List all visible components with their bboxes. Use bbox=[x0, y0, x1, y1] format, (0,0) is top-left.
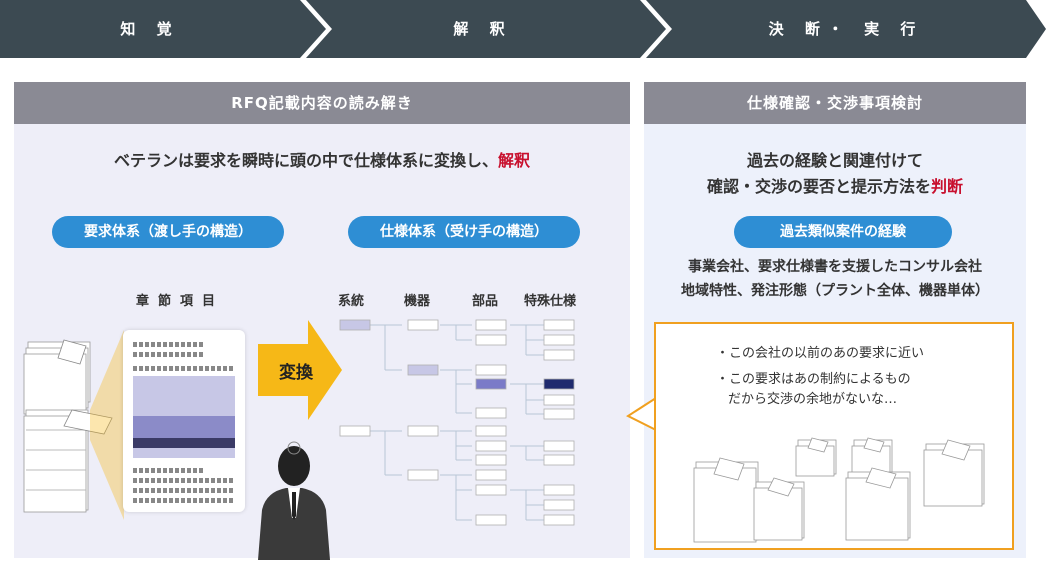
step-chevron-1 bbox=[0, 0, 326, 58]
step-decide-label: 決 断・ 実 行 bbox=[768, 20, 924, 38]
left-lead-text: ベテランは要求を瞬時に頭の中で仕様体系に変換し、解釈 bbox=[14, 148, 630, 174]
past-doc-stack bbox=[693, 457, 759, 543]
tree-header-parts: 部品 bbox=[472, 294, 499, 309]
right-panel-title: 仕様確認・交渉事項検討 bbox=[644, 82, 1026, 124]
right-lead-text: 過去の経験と関連付けて 確認・交渉の要否と提示方法を判断 bbox=[644, 148, 1026, 200]
doc-highlight-light bbox=[133, 448, 235, 458]
past-similar-cases-pill: 過去類似案件の経験 bbox=[734, 216, 952, 248]
convert-label: 変換 bbox=[279, 363, 313, 383]
thought-line-3: だから交渉の余地がないな… bbox=[728, 392, 898, 407]
past-context-line1: 事業会社、要求仕様書を支援したコンサル会社 bbox=[688, 259, 982, 275]
step-interpret-label: 解 釈 bbox=[453, 20, 513, 38]
doc-text-line bbox=[133, 352, 203, 357]
doc-text-line bbox=[133, 342, 203, 347]
right-lead-emphasis: 判断 bbox=[931, 177, 964, 196]
thought-line-1: ・この会社の以前のあの要求に近い bbox=[716, 346, 925, 361]
convert-arrow bbox=[258, 320, 342, 420]
doc-text-line bbox=[133, 478, 233, 483]
veteran-person-icon bbox=[258, 441, 330, 560]
right-lead-line2-main: 確認・交渉の要否と提示方法を bbox=[706, 177, 931, 196]
past-doc-stack bbox=[845, 467, 911, 541]
doc-stack-top bbox=[23, 339, 91, 415]
past-doc-stack bbox=[795, 437, 837, 477]
right-lead-line1: 過去の経験と関連付けて bbox=[746, 151, 923, 170]
request-system-pill: 要求体系（渡し手の構造） bbox=[52, 216, 284, 248]
past-doc-stack bbox=[923, 439, 985, 507]
spec-system-pill: 仕様体系（受け手の構造） bbox=[348, 216, 580, 248]
left-lead-emphasis: 解釈 bbox=[498, 151, 531, 170]
past-documents-illustration bbox=[693, 437, 985, 543]
left-lead-main: ベテランは要求を瞬時に頭の中で仕様体系に変換し、 bbox=[113, 151, 498, 170]
doc-text-line bbox=[133, 488, 233, 493]
step-perceive-label: 知 覚 bbox=[120, 20, 180, 38]
tree-header-system: 系統 bbox=[338, 294, 365, 309]
rfq-panel-title: RFQ記載内容の読み解き bbox=[14, 82, 630, 124]
chapter-section-header: 章節項目 bbox=[136, 294, 225, 309]
spec-tree-diagram bbox=[339, 319, 575, 526]
thought-line-2: ・この要求はあの制約によるもの bbox=[716, 372, 911, 387]
tree-header-special-spec: 特殊仕様 bbox=[524, 294, 577, 309]
past-context-line2: 地域特性、発注形態（プラント全体、機器単体） bbox=[681, 283, 989, 299]
doc-text-line bbox=[133, 366, 233, 371]
process-steps-bar: 知 覚 解 釈 決 断・ 実 行 bbox=[0, 0, 1046, 58]
tree-header-equipment: 機器 bbox=[404, 294, 431, 309]
step-chevron-3 bbox=[646, 0, 1046, 58]
veteran-thought-bubble: ・この会社の以前のあの要求に近い ・この要求はあの制約によるもの だから交渉の余… bbox=[654, 322, 1014, 550]
rfq-document-card bbox=[123, 330, 245, 512]
doc-text-line bbox=[133, 498, 233, 503]
step-chevron-2 bbox=[306, 0, 666, 58]
doc-highlight-light bbox=[133, 376, 235, 416]
doc-stack-bottom bbox=[23, 409, 113, 513]
rfq-reading-panel: RFQ記載内容の読み解き bbox=[14, 82, 630, 558]
document-stack-illustration bbox=[23, 330, 124, 520]
right-lead-line2: 確認・交渉の要否と提示方法を判断 bbox=[644, 174, 1026, 200]
doc-text-line bbox=[133, 468, 203, 473]
steps-chevrons bbox=[0, 0, 1046, 58]
doc-beam bbox=[90, 330, 124, 520]
doc-highlight-mid bbox=[133, 416, 235, 438]
doc-highlight-dark bbox=[133, 438, 235, 448]
past-doc-stack bbox=[753, 477, 805, 541]
